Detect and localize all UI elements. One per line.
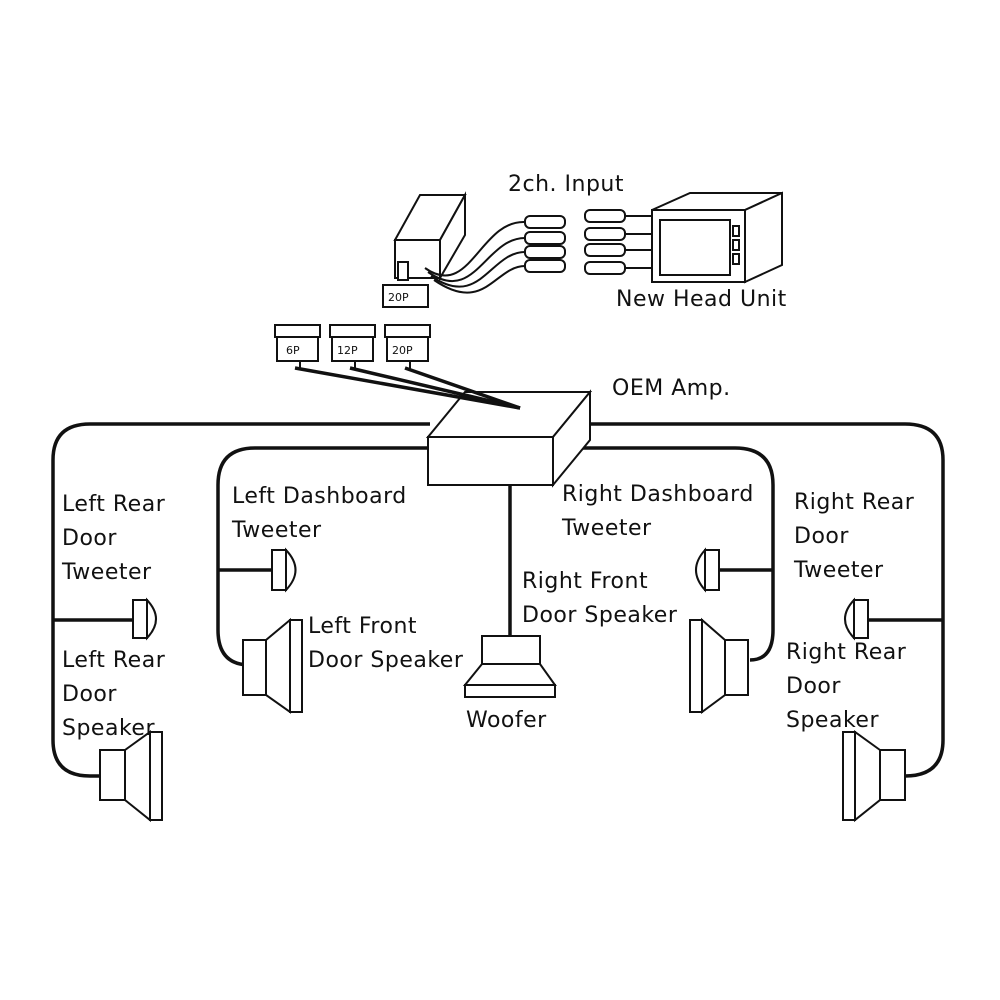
head-unit-label: New Head Unit — [616, 287, 787, 312]
right-front-speaker-label: Right Front Door Speaker — [522, 569, 678, 628]
rear-speaker-wire-left — [51, 422, 430, 778]
left-rear-speaker — [99, 730, 163, 823]
svg-text:6P: 6P — [286, 344, 300, 357]
right-rear-tweeter — [844, 597, 869, 641]
svg-text:12P: 12P — [337, 344, 358, 357]
interface-module: 20P — [382, 191, 467, 308]
harness-wires — [294, 360, 521, 410]
connector-6p: 6P — [274, 324, 321, 362]
rca-cable-bundle — [424, 220, 526, 294]
woofer-label: Woofer — [466, 708, 547, 733]
left-dash-tweeter — [271, 547, 297, 593]
left-rear-speaker-label: Left Rear Door Speaker — [62, 648, 166, 741]
left-front-speaker-label: Left Front Door Speaker — [308, 614, 464, 673]
svg-text:20P: 20P — [392, 344, 413, 357]
svg-text:20P: 20P — [388, 291, 409, 304]
front-speaker-wire-left — [216, 446, 430, 667]
rca-plugs — [524, 209, 655, 275]
connector-20p-lower: 20P — [384, 324, 431, 362]
oem-amp-label: OEM Amp. — [612, 376, 731, 401]
front-speaker-wire-right — [555, 446, 775, 662]
left-rear-tweeter-label: Left Rear Door Tweeter — [62, 492, 166, 585]
left-front-speaker — [242, 617, 303, 714]
right-dash-tweeter-label: Right Dashboard Tweeter — [562, 482, 754, 541]
right-rear-tweeter-label: Right Rear Door Tweeter — [794, 490, 915, 583]
woofer — [462, 635, 557, 698]
rear-speaker-wire-right — [575, 422, 945, 778]
right-rear-speaker — [842, 730, 906, 823]
left-dash-tweeter-label: Left Dashboard Tweeter — [232, 484, 407, 543]
right-dash-tweeter — [695, 547, 720, 593]
right-front-speaker — [689, 617, 749, 714]
input-label: 2ch. Input — [508, 172, 624, 197]
head-unit — [651, 191, 783, 284]
connector-12p: 12P — [329, 324, 376, 362]
oem-amp — [425, 389, 593, 488]
right-rear-speaker-label: Right Rear Door Speaker — [786, 640, 907, 733]
left-rear-tweeter — [132, 597, 157, 641]
